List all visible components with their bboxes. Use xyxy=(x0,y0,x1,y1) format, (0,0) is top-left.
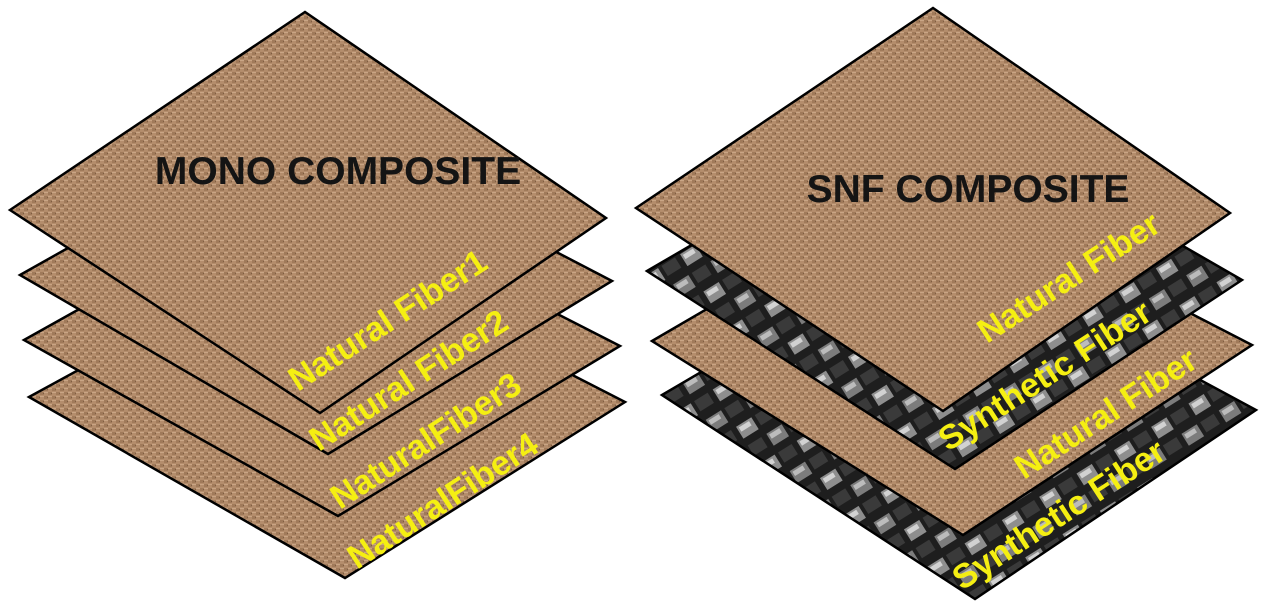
snf-composite-title: SNF COMPOSITE xyxy=(807,168,1130,211)
mono-composite-title: MONO COMPOSITE xyxy=(155,150,521,193)
mono-ply-1 xyxy=(7,10,609,415)
mono-composite-stack: MONO COMPOSITE Natural Fiber1 Natural Fi… xyxy=(7,10,628,580)
snf-ply-1 xyxy=(633,6,1233,413)
snf-composite-stack: SNF COMPOSITE Natural Fiber Synthetic Fi… xyxy=(633,6,1259,601)
